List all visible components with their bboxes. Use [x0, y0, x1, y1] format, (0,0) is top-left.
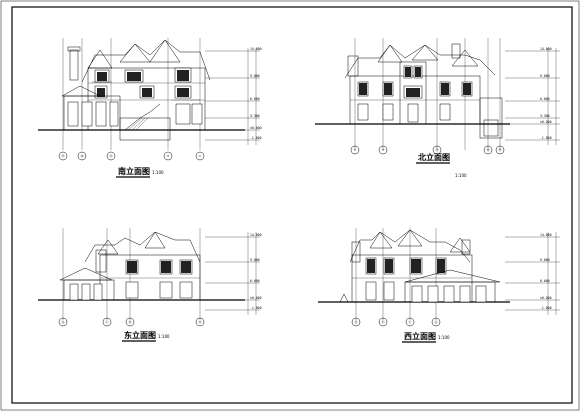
east-level-label: -1.800	[250, 306, 262, 310]
east-elevation: 14.800 9.800 6.600 ±0.000 -1.800 Ⓐ Ⓒ Ⓓ Ⓗ…	[38, 228, 262, 342]
east-elevation-title: 东立面图	[124, 330, 156, 340]
west-level-label: 9.800	[540, 258, 550, 262]
west-elevation: 14.800 9.800 6.600 ±0.000 -1.800 Ⓗ	[318, 228, 560, 343]
west-level-label: ±0.000	[540, 296, 552, 300]
north-elevation: 14.800 9.800 6.600 3.300 ±0.000 -1.800	[315, 38, 560, 178]
svg-text:Ⓓ: Ⓓ	[128, 319, 131, 324]
svg-text:Ⓐ: Ⓐ	[434, 319, 437, 324]
east-level-label: 9.800	[250, 258, 260, 262]
svg-text:Ⓗ: Ⓗ	[198, 319, 201, 324]
svg-text:⑪: ⑪	[435, 147, 438, 152]
svg-text:⑪: ⑪	[109, 153, 112, 158]
south-level-label: ±0.000	[250, 126, 262, 130]
south-level-label: -1.800	[250, 136, 262, 140]
south-level-label: 14.800	[250, 47, 262, 51]
north-level-label: 9.800	[540, 74, 550, 78]
svg-text:⑰: ⑰	[498, 147, 501, 152]
svg-text:Ⓒ: Ⓒ	[408, 319, 411, 324]
north-elevation-scale: 1:100	[455, 173, 467, 178]
south-level-label: 9.800	[250, 74, 260, 78]
svg-text:⑮: ⑮	[486, 147, 489, 152]
svg-text:Ⓐ: Ⓐ	[61, 319, 64, 324]
north-level-label: 3.300	[540, 114, 550, 118]
north-level-label: ±0.000	[540, 120, 552, 124]
svg-text:①: ①	[354, 148, 357, 152]
west-level-label: 6.600	[540, 279, 550, 283]
north-elevation-title: 北立面图	[418, 152, 450, 162]
north-level-label: 6.600	[540, 97, 550, 101]
east-level-label: ±0.000	[250, 296, 262, 300]
svg-text:Ⓗ: Ⓗ	[354, 319, 357, 324]
east-elevation-scale: 1:100	[158, 334, 170, 339]
north-level-label: 14.800	[540, 47, 552, 51]
svg-text:⑰: ⑰	[61, 153, 64, 158]
south-elevation-scale: 1:100	[152, 170, 164, 175]
east-level-label: 14.800	[250, 233, 262, 237]
west-elevation-scale: 1:100	[438, 335, 450, 340]
west-level-label: 14.800	[540, 233, 552, 237]
north-level-label: -1.800	[540, 136, 552, 140]
svg-text:Ⓔ: Ⓔ	[381, 319, 384, 324]
svg-text:①: ①	[199, 154, 202, 158]
svg-text:⑮: ⑮	[80, 153, 83, 158]
west-level-label: -1.800	[540, 306, 552, 310]
west-elevation-title: 西立面图	[404, 331, 436, 341]
svg-text:⑤: ⑤	[382, 148, 385, 152]
south-elevation: 14.800 9.800 6.600 3.300 ±0.000 -1.800	[38, 38, 262, 178]
svg-text:Ⓒ: Ⓒ	[105, 319, 108, 324]
south-elevation-title: 南立面图	[118, 166, 150, 176]
south-level-label: 3.300	[250, 114, 260, 118]
sheet-inner-border	[11, 6, 573, 404]
east-level-label: 6.600	[250, 279, 260, 283]
svg-text:⑤: ⑤	[167, 154, 170, 158]
south-level-label: 6.600	[250, 97, 260, 101]
